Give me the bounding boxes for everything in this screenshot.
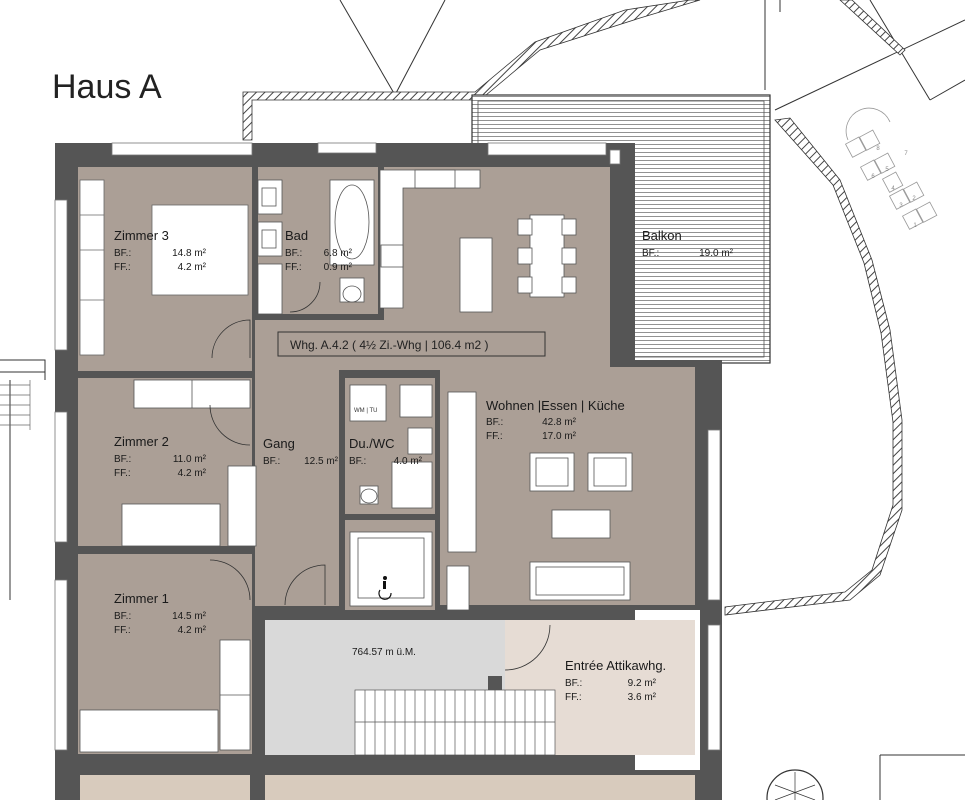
svg-text:BF.:: BF.: [114,611,131,622]
hopscotch [844,107,938,230]
svg-text:FF.:: FF.: [285,262,302,273]
hop-number: 3 [899,203,903,209]
room-name: Zimmer 1 [114,591,169,606]
svg-text:17.0 m²: 17.0 m² [542,431,577,442]
svg-text:0.9 m²: 0.9 m² [324,262,353,273]
column [488,676,502,690]
svg-text:BF.:: BF.: [565,678,582,689]
svg-text:42.8 m²: 42.8 m² [542,417,577,428]
svg-text:6.8 m²: 6.8 m² [324,248,353,259]
elevation-label: 764.57 m ü.M. [352,647,416,658]
label-bad: Bad BF.: 6.8 m² FF.: 0.9 m² [285,228,353,273]
svg-text:BF.:: BF.: [285,248,302,259]
stairs [354,689,556,756]
bath-fixtures [257,179,375,315]
room-name: Balkon [642,228,682,243]
hop-number: 7 [904,151,908,157]
bedroom-furniture [79,379,257,753]
svg-text:11.0 m²: 11.0 m² [173,454,207,465]
lower-room-2 [265,775,695,800]
svg-text:4.0 m²: 4.0 m² [394,456,423,467]
label-zimmer3: Zimmer 3 BF.: 14.8 m² FF.: 4.2 m² [114,228,207,273]
hopscotch-numbers: 8 6 5 4 3 2 1 7 [871,146,917,229]
svg-text:14.8 m²: 14.8 m² [172,248,207,259]
room-name: Wohnen |Essen | Küche [486,398,625,413]
svg-text:BF.:: BF.: [114,248,131,259]
hop-number: 4 [891,186,895,192]
label-wohnen: Wohnen |Essen | Küche BF.: 42.8 m² FF.: … [486,398,625,442]
svg-text:4.2 m²: 4.2 m² [178,468,207,479]
hop-number: 8 [876,146,880,152]
label-entree: Entrée Attikawhg. BF.: 9.2 m² FF.: 3.6 m… [565,658,666,703]
svg-text:BF.:: BF.: [114,454,131,465]
tree-icon [766,769,824,800]
room-gang-west [255,320,339,606]
hop-number: 6 [871,174,875,180]
svg-text:FF.:: FF.: [486,431,503,442]
svg-text:9.2 m²: 9.2 m² [628,678,657,689]
room-name: Zimmer 3 [114,228,169,243]
svg-text:BF.:: BF.: [349,456,366,467]
svg-text:19.0 m²: 19.0 m² [699,248,734,259]
svg-text:4.2 m²: 4.2 m² [178,625,207,636]
svg-text:FF.:: FF.: [565,692,582,703]
room-name: Gang [263,436,295,451]
lower-room-1 [80,775,250,800]
appliance-label: WM | TU [354,408,377,414]
plan-title: Haus A [52,68,162,106]
kitchen [379,169,577,313]
label-balkon: Balkon BF.: 19.0 m² [642,228,734,259]
svg-text:FF.:: FF.: [114,262,131,273]
apartment-label-box [277,331,546,357]
windows [54,142,721,751]
label-zimmer2: Zimmer 2 BF.: 11.0 m² FF.: 4.2 m² [114,434,207,479]
svg-text:BF.:: BF.: [642,248,659,259]
label-gang: Gang BF.: 12.5 m² [263,436,339,467]
hop-number: 1 [913,223,917,229]
room-name: Entrée Attikawhg. [565,658,666,673]
svg-text:4.2 m²: 4.2 m² [178,262,207,273]
living-furniture [447,391,633,601]
label-duwc: Du./WC BF.: 4.0 m² [349,436,423,467]
furniture-zimmer3 [79,179,249,356]
svg-text:FF.:: FF.: [114,625,131,636]
hop-number: 2 [912,196,916,202]
hop-number: 5 [885,167,889,173]
svg-text:14.5 m²: 14.5 m² [172,611,207,622]
apartment-label: Whg. A.4.2 ( 4½ Zi.-Whg | 106.4 m2 ) [290,338,489,352]
label-zimmer1: Zimmer 1 BF.: 14.5 m² FF.: 4.2 m² [114,591,207,636]
svg-text:BF.:: BF.: [486,417,503,428]
left-stair-stub [0,380,31,430]
hatched-border [242,0,906,616]
svg-text:3.6 m²: 3.6 m² [628,692,657,703]
room-name: Bad [285,228,308,243]
svg-text:FF.:: FF.: [114,468,131,479]
room-name: Du./WC [349,436,395,451]
room-name: Zimmer 2 [114,434,169,449]
wheelchair-icon [378,576,392,600]
svg-text:12.5 m²: 12.5 m² [304,456,339,467]
door-swings [209,281,551,671]
svg-text:BF.:: BF.: [263,456,280,467]
